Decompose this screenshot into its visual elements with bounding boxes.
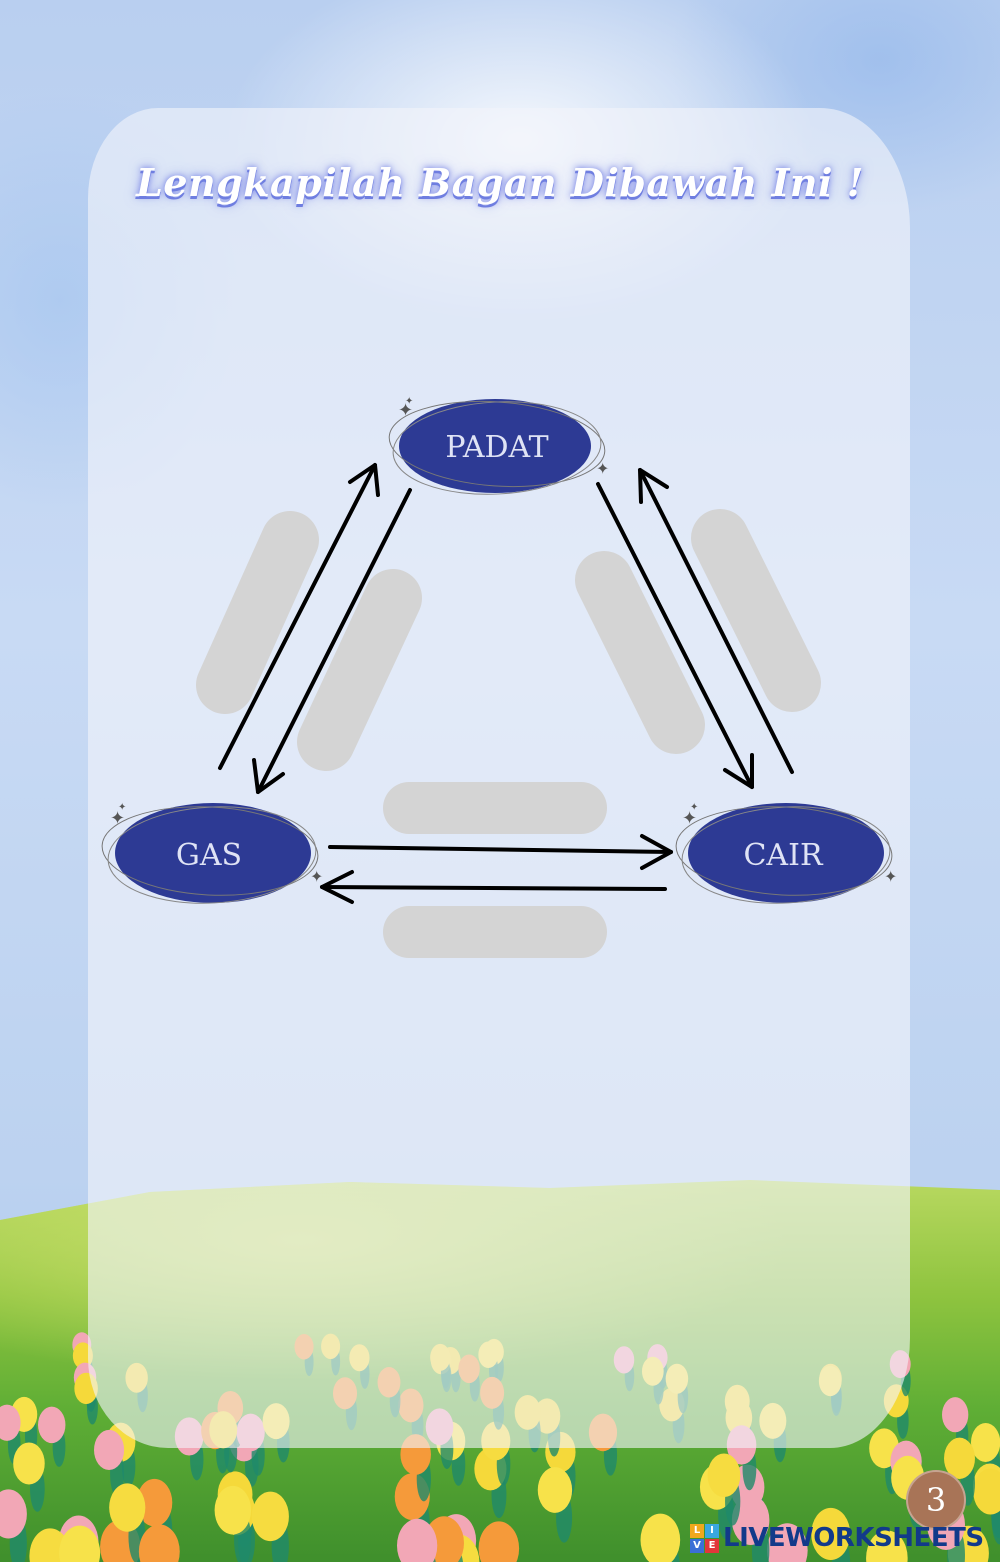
tulip-flower (478, 1521, 520, 1562)
sparkle-icon: ✦ (310, 867, 323, 886)
tulip-flower (38, 1406, 66, 1444)
live-logo-icon: L I V E (690, 1523, 719, 1553)
arrow-cair-to-gas (320, 870, 667, 904)
tulip-flower (973, 1468, 1000, 1515)
tulip-flower (72, 1342, 93, 1370)
sparkle-icon: ✦ (118, 802, 126, 813)
arrow-gas-to-cair (328, 834, 673, 870)
tulip-flower (13, 1442, 45, 1485)
tulip-flower (251, 1491, 289, 1542)
answer-blank-gas-cair-top[interactable] (383, 782, 607, 834)
node-label-gas: GAS (176, 838, 242, 873)
brand-name: LIVEWORKSHEETS (723, 1523, 984, 1553)
node-padat: ✦ ✦ ✦ PADAT (388, 396, 609, 495)
node-gas: ✦ ✦ ✦ GAS (101, 802, 323, 904)
logo-letter: I (705, 1523, 719, 1538)
tulip-flower (970, 1422, 1000, 1463)
tulip-flower (766, 1523, 808, 1562)
logo-letter: L (690, 1523, 704, 1538)
tulip-flower (707, 1453, 741, 1498)
content-panel (88, 108, 910, 1448)
logo-letter: V (690, 1538, 704, 1553)
tulip-flower (942, 1397, 969, 1433)
sparkle-icon: ✦ (682, 808, 697, 829)
tulip-flower (640, 1513, 681, 1562)
liveworksheets-branding: L I V E LIVEWORKSHEETS (690, 1520, 984, 1556)
arrow-padat-to-cair (596, 482, 754, 789)
tulip-flower (94, 1429, 125, 1471)
tulip-flower (214, 1485, 252, 1535)
node-label-padat: PADAT (445, 430, 548, 465)
answer-blank-cair-padat-outer[interactable] (691, 509, 821, 712)
tulip-flower (397, 1518, 438, 1562)
arrow-gas-to-padat (218, 463, 380, 770)
sparkle-icon: ✦ (110, 808, 125, 829)
sparkle-icon: ✦ (398, 400, 413, 421)
tulip-flower (731, 1494, 770, 1545)
page-title: Lengkapilah Bagan Dibawah Ini ! (136, 160, 864, 205)
tulip-flower (0, 1404, 21, 1441)
tulip-flower (109, 1483, 146, 1532)
tulip-flower (811, 1507, 851, 1560)
sparkle-icon: ✦ (596, 459, 609, 478)
tulip-flower (59, 1525, 101, 1562)
sparkle-icon: ✦ (884, 867, 897, 886)
logo-letter: E (705, 1538, 719, 1553)
answer-blank-gas-padat-inner[interactable] (297, 569, 422, 771)
tulip-flower (866, 1530, 908, 1562)
node-label-cair: CAIR (743, 838, 823, 873)
answer-blank-padat-gas-outer[interactable] (196, 511, 319, 714)
sparkle-icon: ✦ (690, 802, 698, 813)
answer-blank-padat-cair-inner[interactable] (575, 551, 705, 754)
tulip-flower (537, 1467, 573, 1513)
arrow-padat-to-gas (252, 488, 412, 794)
tulip-flower (138, 1524, 180, 1562)
arrow-cair-to-padat (638, 468, 794, 774)
node-cair: ✦ ✦ ✦ CAIR (675, 802, 897, 904)
sparkle-icon: ✦ (405, 396, 413, 407)
answer-blanks (196, 509, 821, 958)
page-number-badge: 3 (906, 1470, 966, 1530)
answer-blank-cair-gas-bottom[interactable] (383, 906, 607, 958)
tulip-flower (944, 1437, 975, 1479)
tulip-flower (136, 1478, 173, 1527)
tulip-flower (0, 1489, 27, 1539)
